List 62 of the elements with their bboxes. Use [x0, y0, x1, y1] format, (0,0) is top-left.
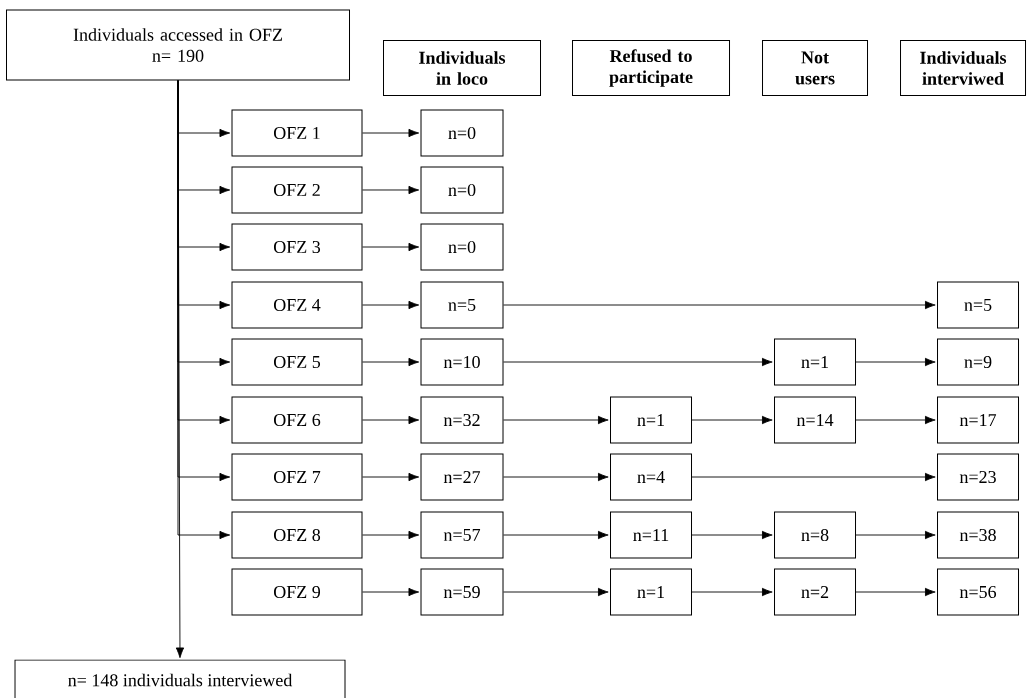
count-box: n=5 [420, 281, 504, 329]
arrow [691, 472, 936, 482]
zone-box: OFZ 2 [231, 166, 363, 214]
arrow [362, 472, 420, 482]
arrow [503, 530, 609, 540]
count-box: n=9 [937, 338, 1019, 386]
count-box: n=56 [937, 568, 1019, 616]
count-box: n=2 [774, 568, 856, 616]
zone-box: OFZ 9 [231, 568, 363, 616]
count-box: n=1 [610, 568, 692, 616]
title-box: Individuals accessed in OFZ n= 190 [6, 9, 350, 81]
column-header: Not users [762, 40, 868, 96]
count-box: n=1 [774, 338, 856, 386]
count-box: n=32 [420, 396, 504, 444]
count-box: n=38 [937, 511, 1019, 559]
count-box: n=23 [937, 453, 1019, 501]
arrow [362, 185, 420, 195]
arrow [362, 415, 420, 425]
arrow [503, 472, 609, 482]
column-header: Individuals in loco [383, 40, 541, 96]
zone-box: OFZ 3 [231, 223, 363, 271]
arrow [691, 415, 773, 425]
arrow [362, 300, 420, 310]
count-box: n=8 [774, 511, 856, 559]
count-box: n=57 [420, 511, 504, 559]
zone-box: OFZ 8 [231, 511, 363, 559]
column-header: Individuals interviwed [900, 40, 1026, 96]
count-box: n=0 [420, 166, 504, 214]
count-box: n=10 [420, 338, 504, 386]
zone-box: OFZ 4 [231, 281, 363, 329]
zone-box: OFZ 1 [231, 109, 363, 157]
zone-box: OFZ 7 [231, 453, 363, 501]
arrow [691, 530, 773, 540]
arrow [855, 587, 936, 597]
count-box: n=11 [610, 511, 692, 559]
count-box: n=59 [420, 568, 504, 616]
column-header: Refused to participate [572, 40, 730, 96]
arrow [691, 587, 773, 597]
arrow [362, 242, 420, 252]
count-box: n=14 [774, 396, 856, 444]
count-box: n=1 [610, 396, 692, 444]
count-box: n=27 [420, 453, 504, 501]
count-box: n=17 [937, 396, 1019, 444]
arrow [362, 128, 420, 138]
arrow [503, 300, 936, 310]
arrow [503, 587, 609, 597]
arrow [503, 415, 609, 425]
arrow [855, 415, 936, 425]
count-box: n=4 [610, 453, 692, 501]
arrow [855, 357, 936, 367]
arrow [503, 357, 773, 367]
arrow [855, 530, 936, 540]
zone-box: OFZ 5 [231, 338, 363, 386]
zone-box: OFZ 6 [231, 396, 363, 444]
count-box: n=5 [937, 281, 1019, 329]
arrow [362, 357, 420, 367]
arrow [362, 587, 420, 597]
arrow [175, 80, 185, 659]
count-box: n=0 [420, 223, 504, 271]
count-box: n=0 [420, 109, 504, 157]
total-box: n= 148 individuals interviewed [14, 659, 346, 698]
arrow [362, 530, 420, 540]
